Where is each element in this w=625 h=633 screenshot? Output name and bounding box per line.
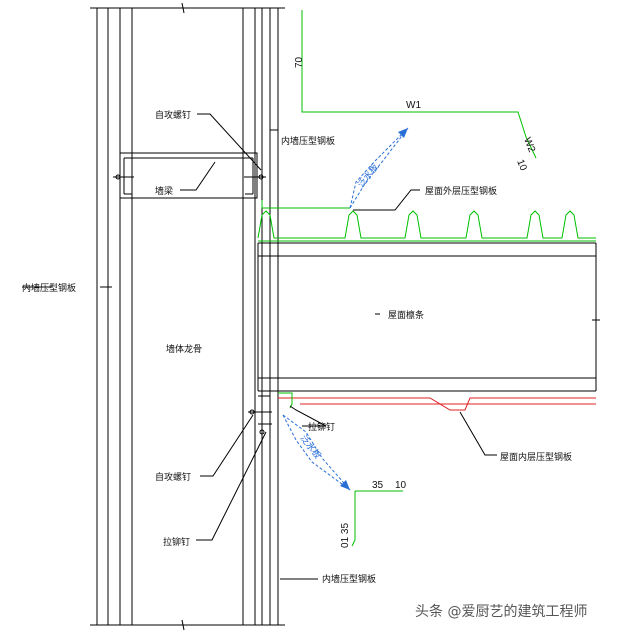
leader-lines xyxy=(22,113,497,580)
label-inner-wall-panel-left: 内墙压型钢板 xyxy=(22,282,76,294)
dim-top-w1: W1 xyxy=(406,100,421,111)
watermark-text: 头条 @爱厨艺的建筑工程师 xyxy=(415,603,587,620)
flashing-arrow-top xyxy=(349,127,409,209)
label-rivet-right: 拉铆钉 xyxy=(308,421,335,433)
label-inner-roof-panel: 屋面内层压型钢板 xyxy=(500,451,572,463)
wall-girt-shape xyxy=(119,152,258,199)
dim-bottom-10: 10 xyxy=(395,480,407,491)
roof-purlin-shape xyxy=(257,242,600,392)
label-outer-roof-panel: 屋面外层压型钢板 xyxy=(425,185,497,197)
dim-top-w2: W2 xyxy=(521,136,537,154)
label-wall-girt: 墙梁 xyxy=(155,185,173,197)
upper-flashing-line xyxy=(301,10,537,159)
lower-flashing-line xyxy=(278,392,293,409)
label-self-tapping-screw-top: 自攻螺钉 xyxy=(155,109,191,121)
wall-stud-lines xyxy=(96,8,279,625)
outer-roof-panel-line xyxy=(257,210,596,239)
label-inner-wall-panel-top: 内墙压型钢板 xyxy=(281,135,335,147)
dim-bottom-vertical: 01 35 xyxy=(340,523,351,548)
label-flashing-top: 泛水板 xyxy=(355,161,381,190)
break-marks xyxy=(90,2,285,631)
label-wall-stud: 墙体龙骨 xyxy=(166,343,202,355)
screw-symbols-bottom xyxy=(248,395,272,436)
dim-bottom-35: 35 xyxy=(372,480,384,491)
dim-top-return: 10 xyxy=(514,158,529,173)
label-inner-wall-panel-bottom: 内墙压型钢板 xyxy=(322,573,376,585)
label-rivet-bottom: 拉铆钉 xyxy=(163,536,190,548)
inner-roof-panel-line xyxy=(278,397,596,411)
flashing-arrow-bottom xyxy=(282,414,351,491)
label-self-tapping-screw-bottom: 自攻螺钉 xyxy=(155,471,191,483)
dim-top-vertical: 70 xyxy=(294,56,305,68)
lower-flashing-leg xyxy=(351,491,356,547)
label-roof-purlin: 屋面檩条 xyxy=(388,309,424,321)
upper-flashing-base xyxy=(261,200,350,209)
screw-symbols-top xyxy=(113,174,266,180)
